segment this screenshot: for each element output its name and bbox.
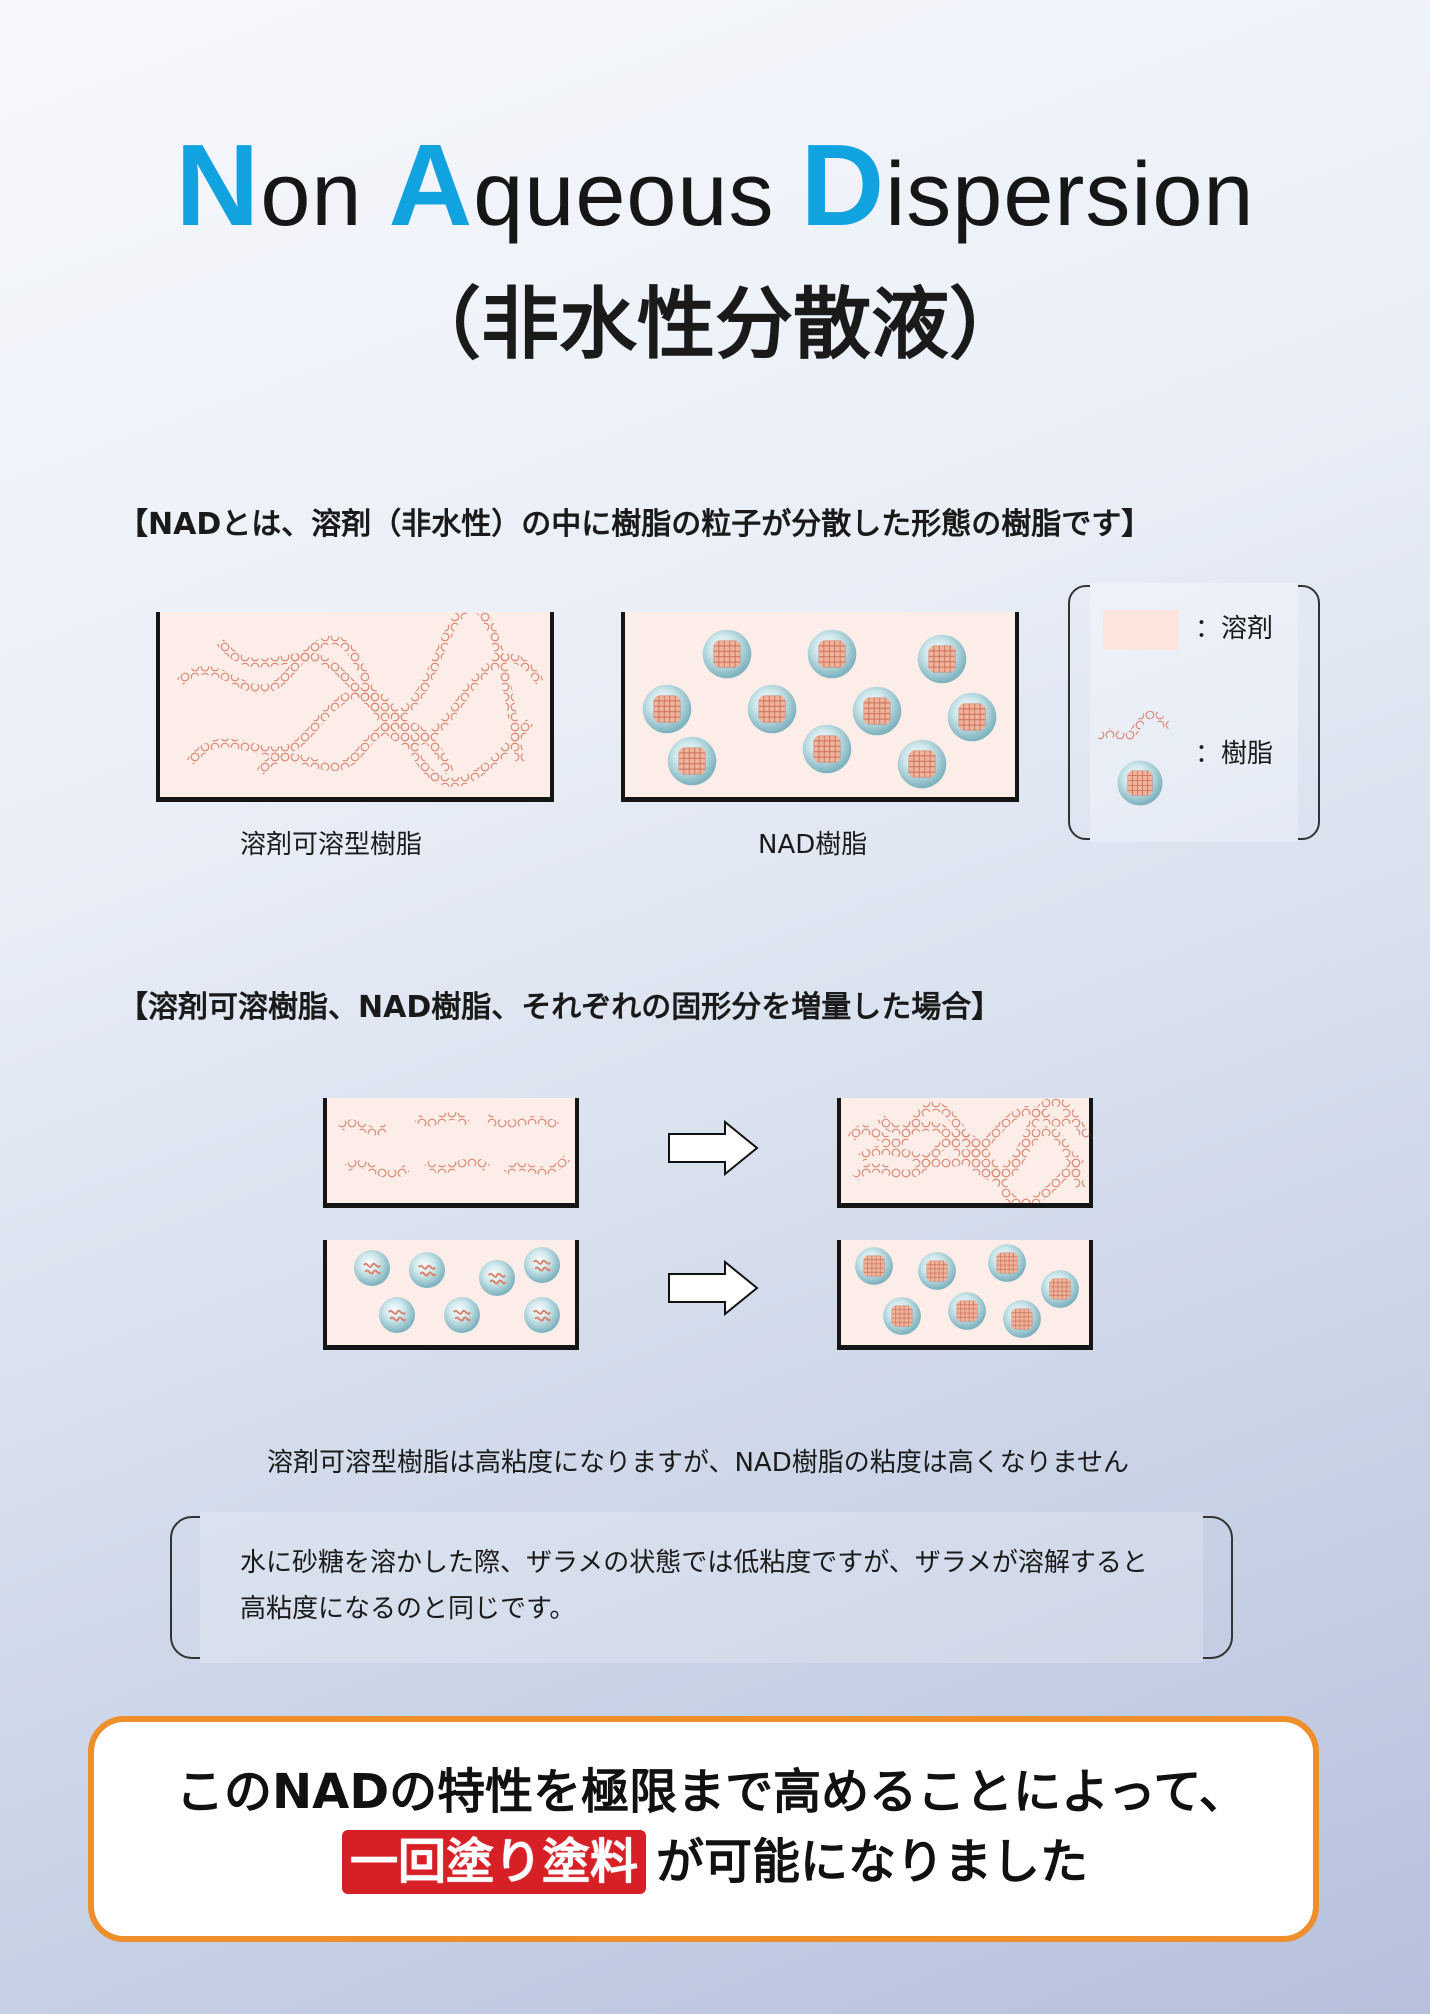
coil-dense-chains [847,1098,1091,1203]
legend-solvent-label: ：溶剤 [1195,614,1274,644]
beaker-nad [621,612,1019,802]
caption-solvent-soluble: 溶剤可溶型樹脂 [240,830,423,860]
conclusion-box [88,1716,1319,1942]
section1-heading: 【NADとは、溶剤（非水性）の中に樹脂の粒子が分散した形態の樹脂です】 [118,507,1152,542]
beaker-coil-before [323,1098,579,1208]
title-word-1: Non [175,120,389,250]
arrow-right-icon [668,1120,759,1176]
legend-solvent-swatch [1103,610,1179,650]
particles [642,629,997,789]
viscosity-summary: 溶剤可溶型樹脂は高粘度になりますが、NAD樹脂の粘度は高くなりません [267,1448,1129,1478]
conclusion-line-2-rest: が可能になりました [656,1834,1089,1890]
legend-resin-label: ：樹脂 [1195,739,1274,769]
beaker-coil-after [837,1098,1093,1208]
note-bracket-mask [200,1512,1203,1663]
particles-filled [855,1244,1079,1338]
note-text: 水に砂糖を溶かした際、ザラメの状態では低粘度ですが、ザラメが溶解すると 高粘度に… [240,1540,1148,1632]
beaker-particle-after [837,1240,1093,1350]
section2-heading: 【溶剤可溶樹脂、NAD樹脂、それぞれの固形分を増量した場合】 [118,990,1002,1025]
one-coat-paint-highlight: 一回塗り塗料 [342,1830,647,1894]
coil-short-chains [338,1111,571,1179]
conclusion-line-2: 一回塗り塗料が可能になりました [342,1830,1088,1894]
particles-small [353,1246,561,1334]
legend-resin-icons [1097,710,1173,806]
arrow-right-icon-2 [668,1260,759,1316]
beaker-particle-before [323,1240,579,1350]
note-line-2: 高粘度になるのと同じです。 [240,1594,576,1624]
conclusion-line-1: このNADの特性を極限まで高めることによって、 [176,1764,1247,1820]
title-word-2: Aqueous [388,120,801,250]
title-japanese: （非水性分散液） [402,280,1027,370]
caption-nad: NAD樹脂 [758,830,868,860]
coil-chains [176,612,544,787]
title-word-3: Dispersion [800,120,1255,250]
note-line-1: 水に砂糖を溶かした際、ザラメの状態では低粘度ですが、ザラメが溶解すると [240,1548,1148,1578]
beaker-solvent-soluble [156,612,554,802]
title-english: Non Aqueous Dispersion [0,120,1430,250]
